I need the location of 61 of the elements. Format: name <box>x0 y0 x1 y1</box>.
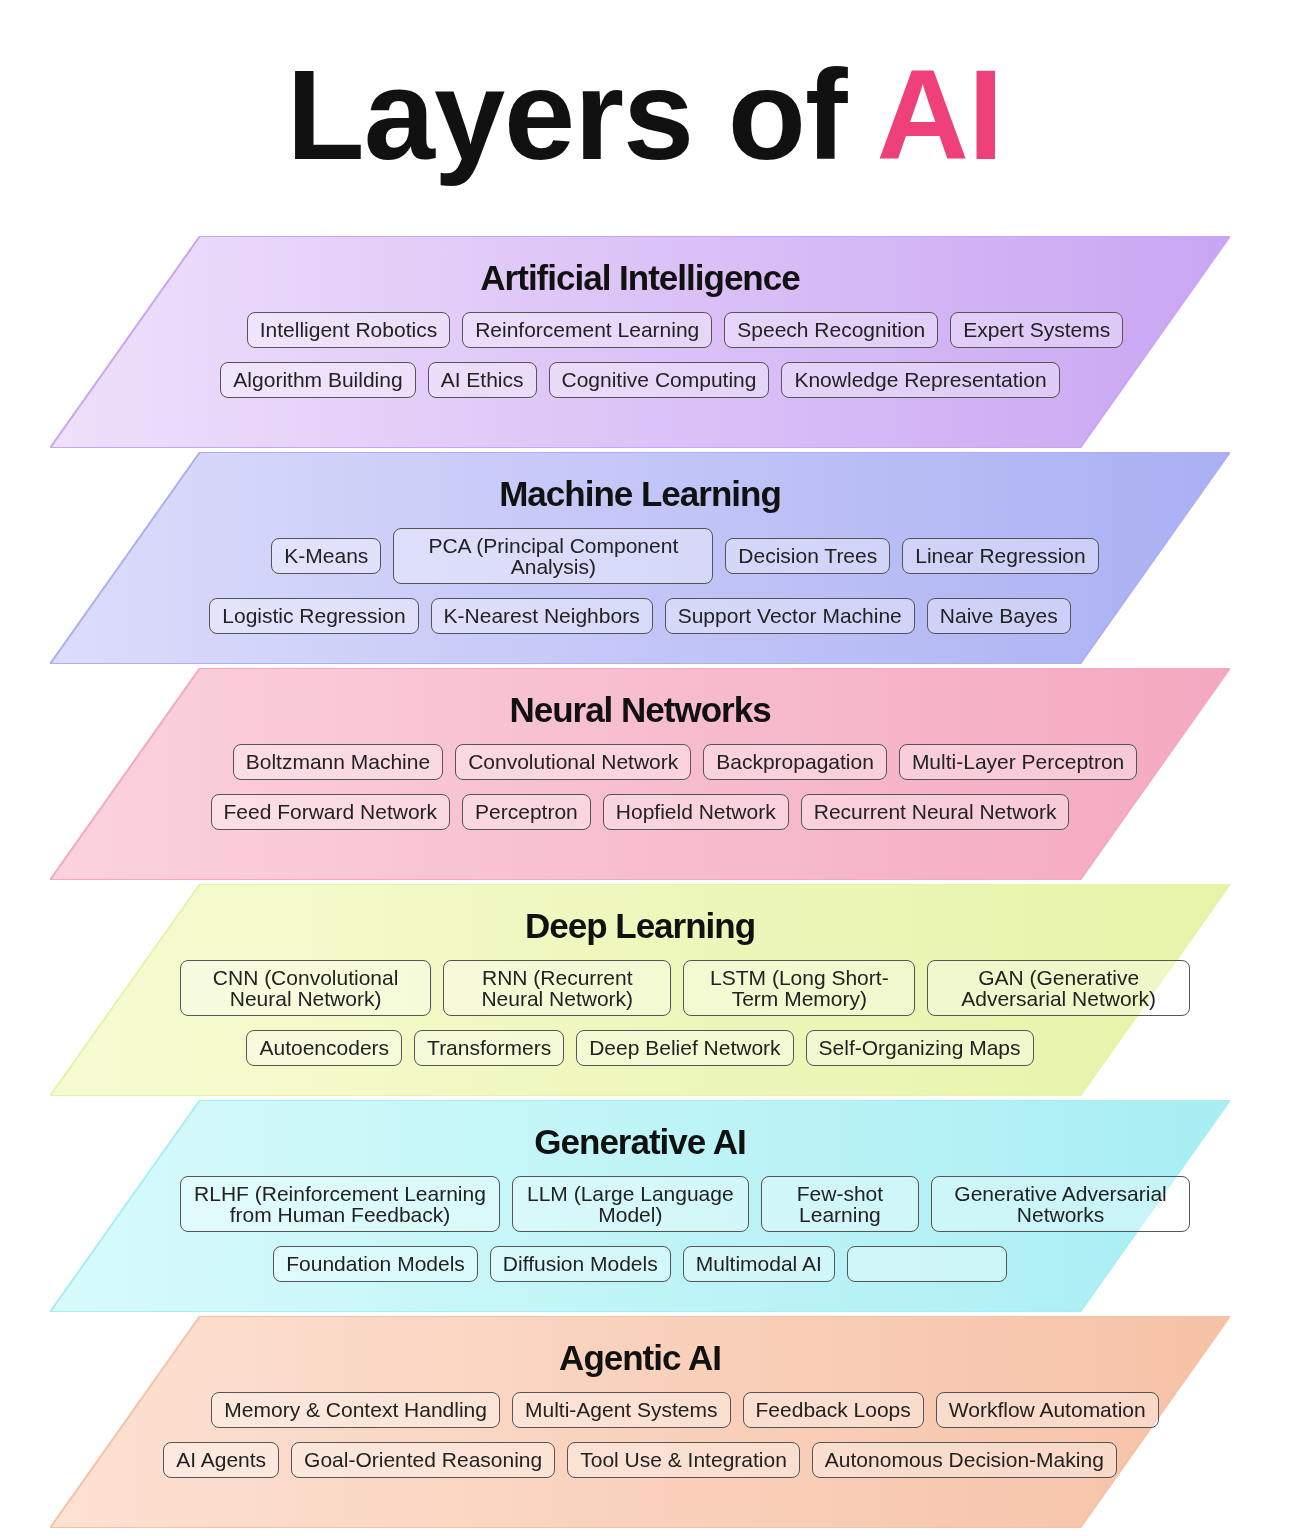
layer-title: Neural Networks <box>509 690 771 730</box>
topic-tag: Workflow Automation <box>935 1392 1159 1428</box>
topic-tag: Perceptron <box>462 794 591 830</box>
layer-title: Generative AI <box>534 1122 746 1162</box>
topic-tag: Generative Adversarial Networks <box>931 1176 1190 1232</box>
topic-tag: Linear Regression <box>902 538 1099 574</box>
page-title: Layers of AI <box>285 42 1004 188</box>
layer-band <box>50 1316 1230 1528</box>
topic-tag: Diffusion Models <box>489 1246 671 1282</box>
topic-tag: GAN (Generative Adversarial Network) <box>927 960 1190 1016</box>
topic-tag: Few-shot Learning <box>760 1176 920 1232</box>
topic-tag: Goal-Oriented Reasoning <box>291 1442 556 1478</box>
empty-tag <box>846 1246 1007 1282</box>
topic-tag: Intelligent Robotics <box>246 312 451 348</box>
layer-band <box>50 668 1230 880</box>
topic-tag: Autoencoders <box>246 1030 403 1066</box>
layer-title: Machine Learning <box>499 474 781 514</box>
topic-tag: Foundation Models <box>273 1246 478 1282</box>
topic-tag: K-Means <box>271 538 382 574</box>
topic-tag: LSTM (Long Short-Term Memory) <box>683 960 916 1016</box>
topic-tag: Transformers <box>414 1030 565 1066</box>
topic-tag: Multi-Layer Perceptron <box>898 744 1138 780</box>
layer-title: Deep Learning <box>524 906 756 946</box>
topic-tag: AI Ethics <box>427 362 537 398</box>
layer-band <box>50 1100 1230 1312</box>
topic-tag: Hopfield Network <box>602 794 789 830</box>
topic-tag: K-Nearest Neighbors <box>430 598 653 634</box>
topic-tag: LLM (Large Language Model) <box>512 1176 749 1232</box>
layer-band <box>50 452 1230 664</box>
topic-tag: Reinforcement Learning <box>462 312 713 348</box>
topic-tag: Convolutional Network <box>455 744 692 780</box>
topic-tag: Algorithm Building <box>220 362 416 398</box>
topic-tag: RLHF (Reinforcement Learning from Human Feedback) <box>180 1176 500 1232</box>
layer-title: Agentic AI <box>559 1338 721 1378</box>
topic-tag: Memory & Context Handling <box>211 1392 500 1428</box>
topic-tag: Multi-Agent Systems <box>511 1392 731 1428</box>
topic-tag: Speech Recognition <box>724 312 939 348</box>
topic-tag: Support Vector Machine <box>664 598 915 634</box>
topic-tag: Expert Systems <box>950 312 1124 348</box>
topic-tag: Backpropagation <box>703 744 887 780</box>
topic-tag: PCA (Principal Component Analysis) <box>393 528 714 584</box>
topic-tag: Tool Use & Integration <box>567 1442 800 1478</box>
topic-tag: AI Agents <box>163 1442 280 1478</box>
layer-band <box>50 884 1230 1096</box>
topic-tag: Feed Forward Network <box>210 794 451 830</box>
topic-tag: Logistic Regression <box>209 598 419 634</box>
topic-tag: Boltzmann Machine <box>232 744 444 780</box>
layer-band <box>50 236 1230 448</box>
topic-tag: Autonomous Decision-Making <box>811 1442 1117 1478</box>
topic-tag: Decision Trees <box>725 538 891 574</box>
topic-tag: Self-Organizing Maps <box>805 1030 1034 1066</box>
layer-title: Artificial Intelligence <box>480 258 800 298</box>
topic-tag: RNN (Recurrent Neural Network) <box>443 960 672 1016</box>
topic-tag: Deep Belief Network <box>576 1030 794 1066</box>
topic-tag: CNN (Convolutional Neural Network) <box>180 960 432 1016</box>
topic-tag: Multimodal AI <box>682 1246 835 1282</box>
topic-tag: Feedback Loops <box>742 1392 924 1428</box>
topic-tag: Naive Bayes <box>926 598 1071 634</box>
topic-tag: Cognitive Computing <box>548 362 770 398</box>
topic-tag: Recurrent Neural Network <box>800 794 1070 830</box>
topic-tag: Knowledge Representation <box>781 362 1060 398</box>
